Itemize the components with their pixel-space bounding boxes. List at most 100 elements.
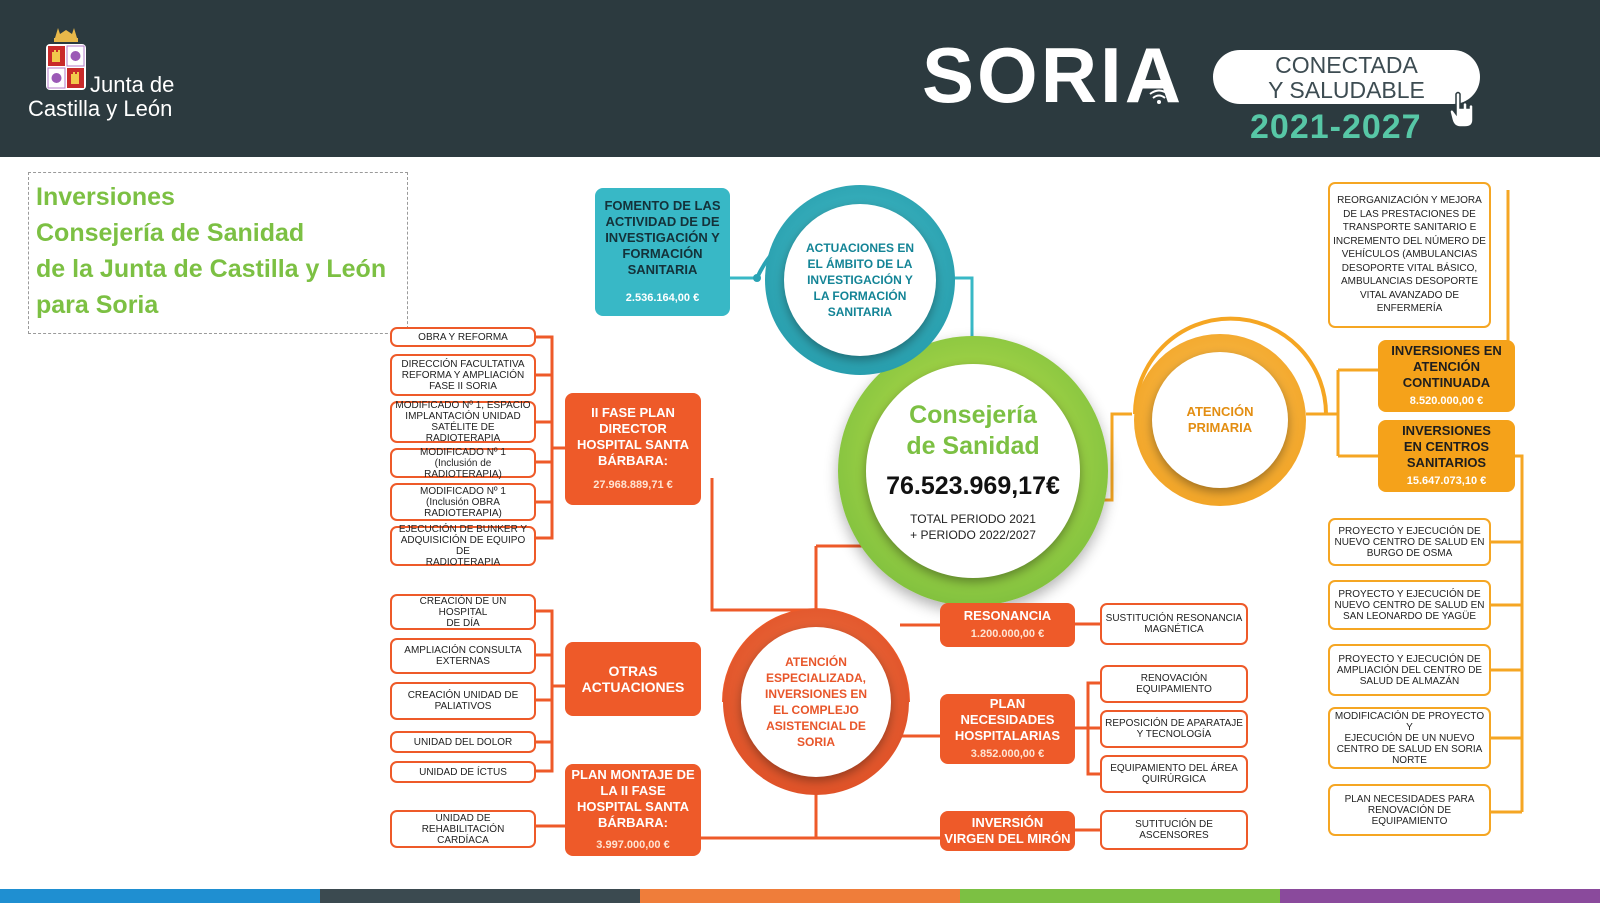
footer-band-green bbox=[960, 889, 1280, 903]
fomento-line: FORMACIÓN bbox=[622, 246, 703, 261]
atencion-primaria-inner: ATENCIÓN PRIMARIA bbox=[1152, 352, 1288, 488]
centros-line: INVERSIONES bbox=[1402, 423, 1491, 438]
transporte-line: DE LAS PRESTACIONES DE bbox=[1343, 208, 1476, 220]
consejeria-period-line1: TOTAL PERIODO 2021 bbox=[910, 511, 1036, 526]
fase-ii-line: II FASE PLAN bbox=[591, 405, 675, 420]
fase-ii-item-box: OBRA Y REFORMA bbox=[390, 327, 536, 347]
centros-item-line: CENTRO DE SALUD EN SORIA bbox=[1336, 743, 1483, 755]
montaje-item-line: UNIDAD DE REHABILITACIÓN bbox=[421, 812, 505, 835]
investigacion-inner: ACTUACIONES EN EL ÁMBITO DE LA INVESTIGA… bbox=[784, 204, 936, 356]
footer-color-band bbox=[0, 889, 1600, 903]
fomento-investigacion-box: FOMENTO DE LAS ACTIVIDAD DE DE INVESTIGA… bbox=[595, 188, 730, 316]
fase-ii-item-box: MODIFICADO Nº 1 (Inclusión OBRA RADIOTER… bbox=[390, 483, 536, 521]
plan-montaje-box: PLAN MONTAJE DE LA II FASE HOSPITAL SANT… bbox=[565, 764, 701, 856]
centros-item-line: PLAN NECESIDADES PARA bbox=[1344, 793, 1475, 805]
fase-ii-item-line: (Inclusión OBRA bbox=[426, 496, 500, 508]
montaje-amount: 3.997.000,00 € bbox=[596, 839, 670, 851]
fase-ii-line: BÁRBARA: bbox=[597, 453, 669, 468]
centros-item-box: MODIFICACIÓN DE PROYECTO Y EJECUCIÓN DE … bbox=[1328, 707, 1491, 769]
miron-item-line: ASCENSORES bbox=[1139, 830, 1209, 841]
plan-nec-item-line: Y TECNOLOGÍA bbox=[1136, 729, 1212, 740]
fase-ii-item-line: OBRA Y REFORMA bbox=[418, 331, 508, 343]
footer-band-blue bbox=[0, 889, 320, 903]
consejeria-circle: Consejería de Sanidad 76.523.969,17€ TOT… bbox=[838, 336, 1108, 606]
plan-nec-amount: 3.852.000,00 € bbox=[970, 748, 1045, 760]
title-line3: de la Junta de Castilla y León bbox=[36, 255, 387, 283]
footer-band-grey bbox=[320, 889, 640, 903]
centros-item-line: AMPLIACIÓN DEL CENTRO DE bbox=[1336, 664, 1483, 676]
transporte-line: TRANSPORTE SANITARIO E bbox=[1342, 222, 1477, 234]
plan-nec-item-box: RENOVACIÓN EQUIPAMIENTO bbox=[1100, 665, 1248, 703]
fase-ii-line: HOSPITAL SANTA bbox=[577, 437, 689, 452]
otras-item-line: AMPLIACIÓN CONSULTA bbox=[404, 645, 522, 656]
miron-item-box: SUTITUCIÓN DE ASCENSORES bbox=[1100, 810, 1248, 850]
transporte-line: VITAL AVANZADO DE bbox=[1359, 289, 1460, 301]
centros-item-box: PLAN NECESIDADES PARA RENOVACIÓN DE EQUI… bbox=[1328, 784, 1491, 836]
centros-line: EN CENTROS bbox=[1403, 439, 1490, 454]
atencion-especializada-circle: ATENCIÓN ESPECIALIZADA, INVERSIONES EN E… bbox=[723, 609, 909, 795]
fomento-amount: 2.536.164,00 € bbox=[625, 292, 700, 304]
consejeria-title-line2: de Sanidad bbox=[906, 431, 1040, 460]
plan-nec-item-line: QUIRÚRGICA bbox=[1142, 774, 1206, 785]
wifi-signal-icon bbox=[1149, 89, 1169, 104]
centros-item-line: MODIFICACIÓN DE PROYECTO Y bbox=[1334, 710, 1485, 733]
otras-item-line: DE DÍA bbox=[446, 617, 480, 629]
montaje-line: HOSPITAL SANTA bbox=[577, 799, 689, 814]
plan-nec-item-box: REPOSICIÓN DE APARATAJE Y TECNOLOGÍA bbox=[1100, 710, 1248, 748]
resonancia-line: RESONANCIA bbox=[963, 608, 1052, 623]
virgen-del-miron-box: INVERSIÓN VIRGEN DEL MIRÓN bbox=[940, 811, 1075, 851]
miron-item-line: SUTITUCIÓN DE bbox=[1135, 819, 1213, 830]
fase-ii-item-line: ADQUISICIÓN DE EQUIPO DE bbox=[400, 535, 526, 557]
fase-ii-amount: 27.968.889,71 € bbox=[593, 479, 673, 491]
plan-nec-line: NECESIDADES bbox=[960, 712, 1055, 727]
transporte-line: AMBULANCIAS DESOPORTE bbox=[1340, 276, 1479, 288]
otras-item-line: UNIDAD DE ÍCTUS bbox=[419, 766, 507, 778]
amber-arcs bbox=[1133, 316, 1328, 415]
footer-band-purple bbox=[1280, 889, 1600, 903]
centros-amount: 15.647.073,10 € bbox=[1406, 475, 1487, 487]
miron-line: VIRGEN DEL MIRÓN bbox=[944, 831, 1071, 846]
continuada-line: ATENCIÓN bbox=[1413, 359, 1480, 374]
title-line2: Consejería de Sanidad bbox=[36, 219, 305, 247]
atencion-continuada-box: INVERSIONES EN ATENCIÓN CONTINUADA 8.520… bbox=[1378, 340, 1515, 412]
montaje-line: PLAN MONTAJE DE bbox=[571, 767, 695, 782]
logo-text-line2: Castilla y León bbox=[28, 96, 173, 121]
fase-ii-item-box: MODIFICADO Nº 1, ESPACIO IMPLANTACIÓN UN… bbox=[390, 400, 536, 444]
atencion-primaria-label: PRIMARIA bbox=[1187, 420, 1253, 435]
header-banner: Junta de Castilla y León SORIA CONECTADA… bbox=[0, 0, 1600, 157]
investigacion-label: INVESTIGACIÓN Y bbox=[807, 273, 913, 287]
fase-ii-item-line: FASE II SORIA bbox=[429, 380, 497, 392]
fase-ii-item-box: MODIFICADO Nº 1 (Inclusión de RADIOTERAP… bbox=[390, 447, 536, 480]
investigacion-label: LA FORMACIÓN bbox=[813, 289, 907, 303]
castle-lion-crest-icon bbox=[46, 28, 86, 90]
otras-item-box: UNIDAD DEL DOLOR bbox=[390, 731, 536, 753]
fase-ii-line: DIRECTOR bbox=[599, 421, 667, 436]
continuada-line: INVERSIONES EN bbox=[1391, 343, 1502, 358]
fase-ii-item-line: SATÉLITE DE RADIOTERAPIA bbox=[425, 422, 501, 444]
investigacion-circle: ACTUACIONES EN EL ÁMBITO DE LA INVESTIGA… bbox=[765, 185, 955, 375]
otras-item-line: UNIDAD DEL DOLOR bbox=[413, 736, 513, 748]
plan-necesidades-box: PLAN NECESIDADES HOSPITALARIAS 3.852.000… bbox=[940, 694, 1075, 764]
consejeria-title-line1: Consejería bbox=[909, 400, 1037, 429]
plan-nec-item-line: REPOSICIÓN DE APARATAJE bbox=[1105, 718, 1243, 729]
fase-ii-item-line: MODIFICADO Nº 1 bbox=[420, 485, 506, 497]
centros-item-line: PROYECTO Y EJECUCIÓN DE bbox=[1338, 525, 1481, 537]
otras-item-line: EXTERNAS bbox=[436, 656, 490, 667]
tagline-line2: Y SALUDABLE bbox=[1268, 77, 1425, 103]
brand-soria: SORIA bbox=[922, 31, 1185, 119]
logo-text-line1: Junta de bbox=[90, 72, 175, 97]
montaje-line: LA II FASE bbox=[600, 783, 666, 798]
plan-nec-line: PLAN bbox=[989, 696, 1026, 711]
fomento-line: INVESTIGACIÓN Y bbox=[605, 230, 720, 245]
otras-item-box: AMPLIACIÓN CONSULTA EXTERNAS bbox=[390, 638, 536, 674]
centros-item-line: EQUIPAMIENTO bbox=[1371, 815, 1448, 827]
atencion-primaria-label: ATENCIÓN bbox=[1186, 404, 1254, 419]
plan-nec-item-line: EQUIPAMIENTO DEL ÁREA bbox=[1110, 763, 1238, 774]
centros-item-line: SALUD DE ALMAZÁN bbox=[1359, 675, 1460, 687]
orange-connectors bbox=[536, 335, 1100, 840]
otras-line: OTRAS bbox=[608, 663, 658, 679]
otras-line: ACTUACIONES bbox=[581, 679, 685, 695]
title-line1: Inversiones bbox=[36, 183, 175, 211]
fase-ii-item-line: RADIOTERAPIA) bbox=[424, 507, 502, 519]
centros-item-box: PROYECTO Y EJECUCIÓN DE NUEVO CENTRO DE … bbox=[1328, 518, 1491, 566]
